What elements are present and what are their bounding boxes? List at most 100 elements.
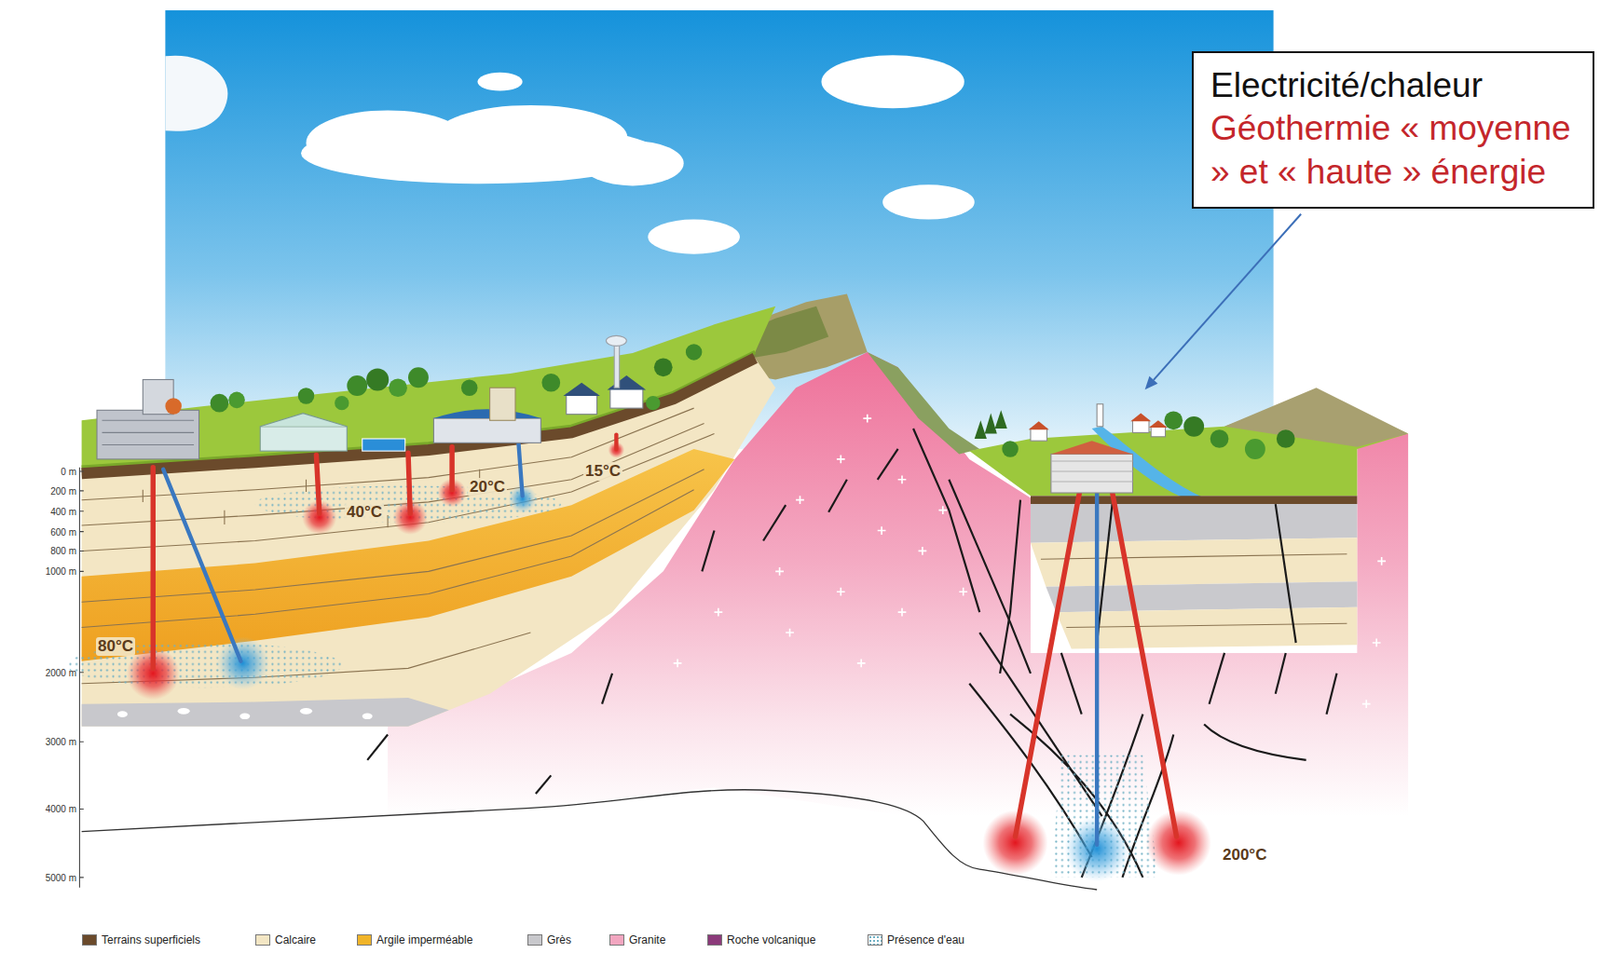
legend-item: Argile imperméable xyxy=(356,933,473,947)
fault-lines-part xyxy=(701,531,714,573)
right-basin-part-part xyxy=(1066,623,1347,628)
trees-part xyxy=(685,343,703,361)
fault-lines-part xyxy=(913,428,980,613)
right-village-part xyxy=(1132,420,1149,433)
left-sediment-layers-part-part xyxy=(117,711,128,718)
trees-part xyxy=(408,367,429,388)
right-basin-part xyxy=(1030,537,1357,588)
wells-glows-part xyxy=(1146,810,1212,876)
fault-lines-part xyxy=(367,735,388,761)
fault-lines-part xyxy=(828,479,848,513)
left-buildings-part xyxy=(102,420,195,445)
fault-lines-part xyxy=(1275,504,1297,643)
fault-lines-part xyxy=(1096,504,1112,643)
left-buildings-part xyxy=(433,418,541,443)
right-village xyxy=(1028,404,1168,493)
legend-text: Argile imperméable xyxy=(376,933,473,947)
wells-part xyxy=(315,455,319,514)
trees-part xyxy=(210,394,230,413)
depth-label: 3000 m xyxy=(45,737,77,748)
legend-text: Roche volcanique xyxy=(726,933,816,947)
depth-label: 5000 m xyxy=(45,873,77,884)
legend-text: Granite xyxy=(629,933,666,947)
depth-label: 2000 m xyxy=(45,668,77,679)
depth-label: 200 m xyxy=(50,486,77,497)
wells-part xyxy=(1015,492,1081,837)
trees-part xyxy=(645,396,660,411)
legend-swatch xyxy=(82,934,97,946)
left-buildings-part xyxy=(566,394,598,415)
left-sediment-layers-part xyxy=(82,697,450,727)
trees-part xyxy=(346,375,368,397)
temperature-label: 80°C xyxy=(95,637,136,657)
trees-part xyxy=(974,410,1008,439)
trees-part xyxy=(366,368,389,391)
legend-text: Calcaire xyxy=(274,933,316,947)
fault-lines-part xyxy=(1203,724,1307,761)
wells-part xyxy=(1112,492,1177,837)
left-buildings-part xyxy=(96,410,200,460)
fault-lines-part xyxy=(763,505,786,541)
trees-part xyxy=(298,387,315,405)
right-village-part xyxy=(1051,453,1134,493)
trees-part xyxy=(1244,438,1266,460)
temperature-label: 200°C xyxy=(1220,846,1269,865)
terrain-superficiel xyxy=(82,357,756,474)
right-basin-part xyxy=(1224,387,1409,448)
wells-glows-part xyxy=(983,810,1049,876)
trees-part xyxy=(1276,429,1296,449)
left-buildings-part xyxy=(259,413,347,427)
wells-part xyxy=(518,440,522,496)
legend-item: Granite xyxy=(609,933,666,947)
fault-lines xyxy=(367,428,1337,878)
wells-part xyxy=(449,447,454,491)
left-sediment-layers-part-part xyxy=(177,708,191,715)
fault-lines-part xyxy=(601,673,613,705)
left-buildings-part xyxy=(562,382,600,397)
left-buildings xyxy=(96,335,646,459)
fault-lines-part xyxy=(999,500,1021,674)
clouds-part xyxy=(647,219,740,255)
clouds-part xyxy=(581,140,684,186)
wells-glows xyxy=(126,441,1212,882)
terrain-superficiel-part xyxy=(82,357,756,474)
left-sediment-layers-part-part xyxy=(362,713,373,721)
wells-part xyxy=(614,435,618,450)
wells xyxy=(152,435,1177,846)
depth-axis-part xyxy=(79,471,83,878)
trees-part xyxy=(388,378,408,397)
trees-part xyxy=(334,396,349,411)
legend-swatch xyxy=(356,934,372,946)
right-basin-part xyxy=(1055,607,1357,650)
depth-label: 4000 m xyxy=(45,804,77,815)
legend-item: Grès xyxy=(527,933,572,947)
fault-lines-part xyxy=(1061,653,1082,715)
layer-lines xyxy=(82,408,715,684)
legend-swatch xyxy=(867,934,883,946)
left-buildings-part xyxy=(605,335,627,346)
fault-lines-part xyxy=(877,449,899,480)
leader-arrowhead xyxy=(1145,376,1159,390)
fault-lines-part xyxy=(1275,653,1286,695)
fault-lines-part xyxy=(1326,673,1338,715)
right-basin-part-part xyxy=(1040,554,1348,560)
legend-item: Calcaire xyxy=(255,933,316,947)
fault-lines-part xyxy=(535,775,551,794)
left-sediment-layers-part xyxy=(117,708,373,720)
left-sediment-layers-part-part xyxy=(300,708,313,715)
depth-label: 400 m xyxy=(50,506,77,518)
trees-part xyxy=(1210,429,1230,449)
right-village-part xyxy=(1150,426,1165,438)
clouds-part xyxy=(164,55,228,132)
wells-part xyxy=(408,452,411,514)
right-village-part xyxy=(1051,461,1134,482)
legend-swatch xyxy=(527,934,543,946)
trees-part xyxy=(1183,416,1204,438)
trees-part xyxy=(228,392,246,410)
fault-lines-part xyxy=(1209,653,1225,705)
right-basin-part xyxy=(1045,581,1357,613)
mountain-cap-part xyxy=(867,352,980,455)
legend-item: Roche volcanique xyxy=(707,933,816,947)
right-basin xyxy=(969,387,1409,649)
water-presence xyxy=(66,485,1159,877)
